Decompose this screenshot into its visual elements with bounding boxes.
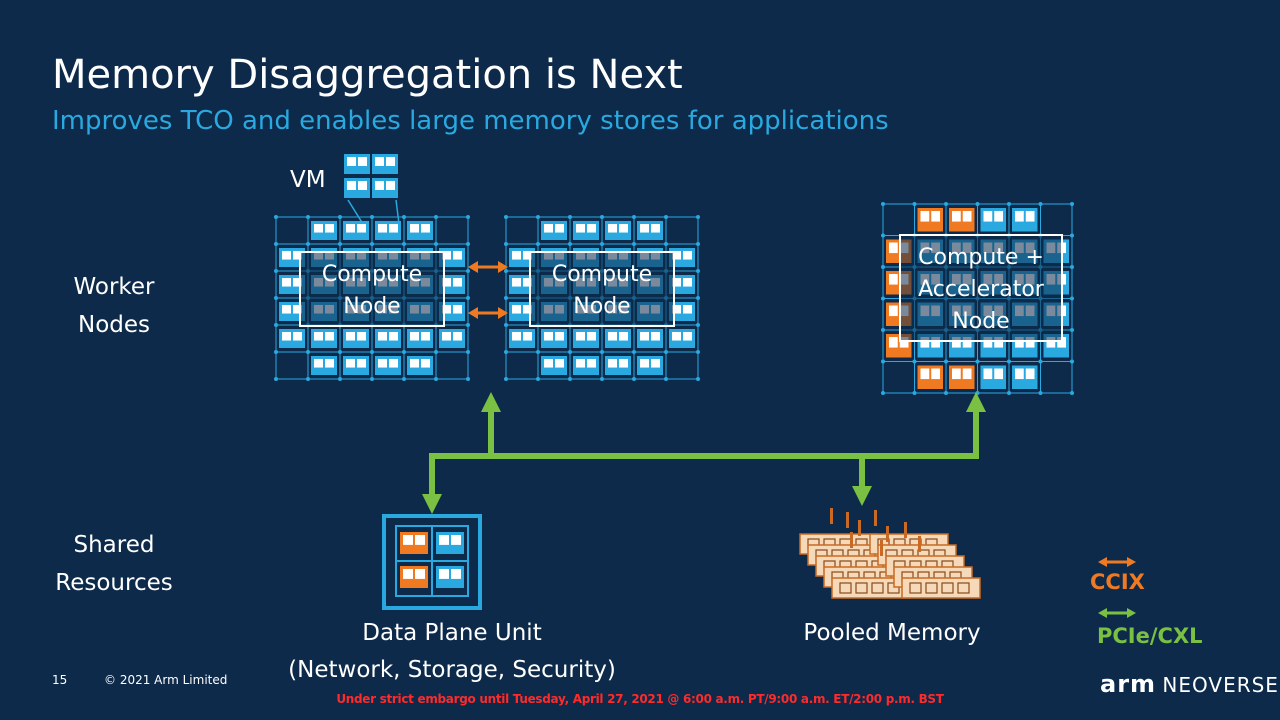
- shared-resources-label: Shared Resources: [55, 532, 173, 596]
- ccix-link-top: [468, 261, 508, 273]
- page-subtitle: Improves TCO and enables large memory st…: [52, 106, 889, 136]
- svg-text:Compute: Compute: [552, 262, 652, 287]
- page-title: Memory Disaggregation is Next: [52, 52, 683, 98]
- ccix-link-bottom: [468, 307, 508, 319]
- svg-text:Node: Node: [343, 294, 400, 319]
- dpu-caption-line2: (Network, Storage, Security): [288, 657, 616, 683]
- pooled-memory-modules: [799, 508, 981, 599]
- pcie-cxl-bus: [429, 412, 979, 508]
- page-number: 15: [52, 673, 68, 687]
- ccix-legend-label: CCIX: [1090, 570, 1145, 594]
- svg-text:Compute: Compute: [322, 262, 422, 287]
- arm-neoverse-logo: arm NEOVERSE: [1100, 670, 1279, 698]
- ccix-legend-arrow: [1098, 557, 1136, 567]
- svg-text:Node: Node: [952, 309, 1009, 334]
- svg-text:Node: Node: [573, 294, 630, 319]
- pcie-arrowheads: [422, 392, 986, 514]
- node-3-label-box: Compute + Accelerator Node: [899, 234, 1063, 342]
- svg-text:Accelerator: Accelerator: [918, 277, 1045, 302]
- node-2-label-box: Compute Node: [529, 251, 675, 327]
- vm-label: VM: [290, 167, 326, 193]
- dpu-caption-line1: Data Plane Unit: [362, 620, 542, 646]
- pooled-memory-caption: Pooled Memory: [803, 620, 981, 646]
- data-plane-unit-chip: [382, 514, 482, 610]
- pcie-legend-arrow: [1098, 608, 1136, 618]
- svg-text:Compute +: Compute +: [918, 245, 1044, 270]
- node-1-label-box: Compute Node: [299, 251, 445, 327]
- vm-chip: [341, 151, 401, 233]
- embargo-notice: Under strict embargo until Tuesday, Apri…: [336, 692, 944, 706]
- worker-nodes-label: Worker Nodes: [73, 274, 155, 338]
- copyright: © 2021 Arm Limited: [104, 673, 228, 687]
- pcie-legend-label: PCIe/CXL: [1097, 624, 1203, 648]
